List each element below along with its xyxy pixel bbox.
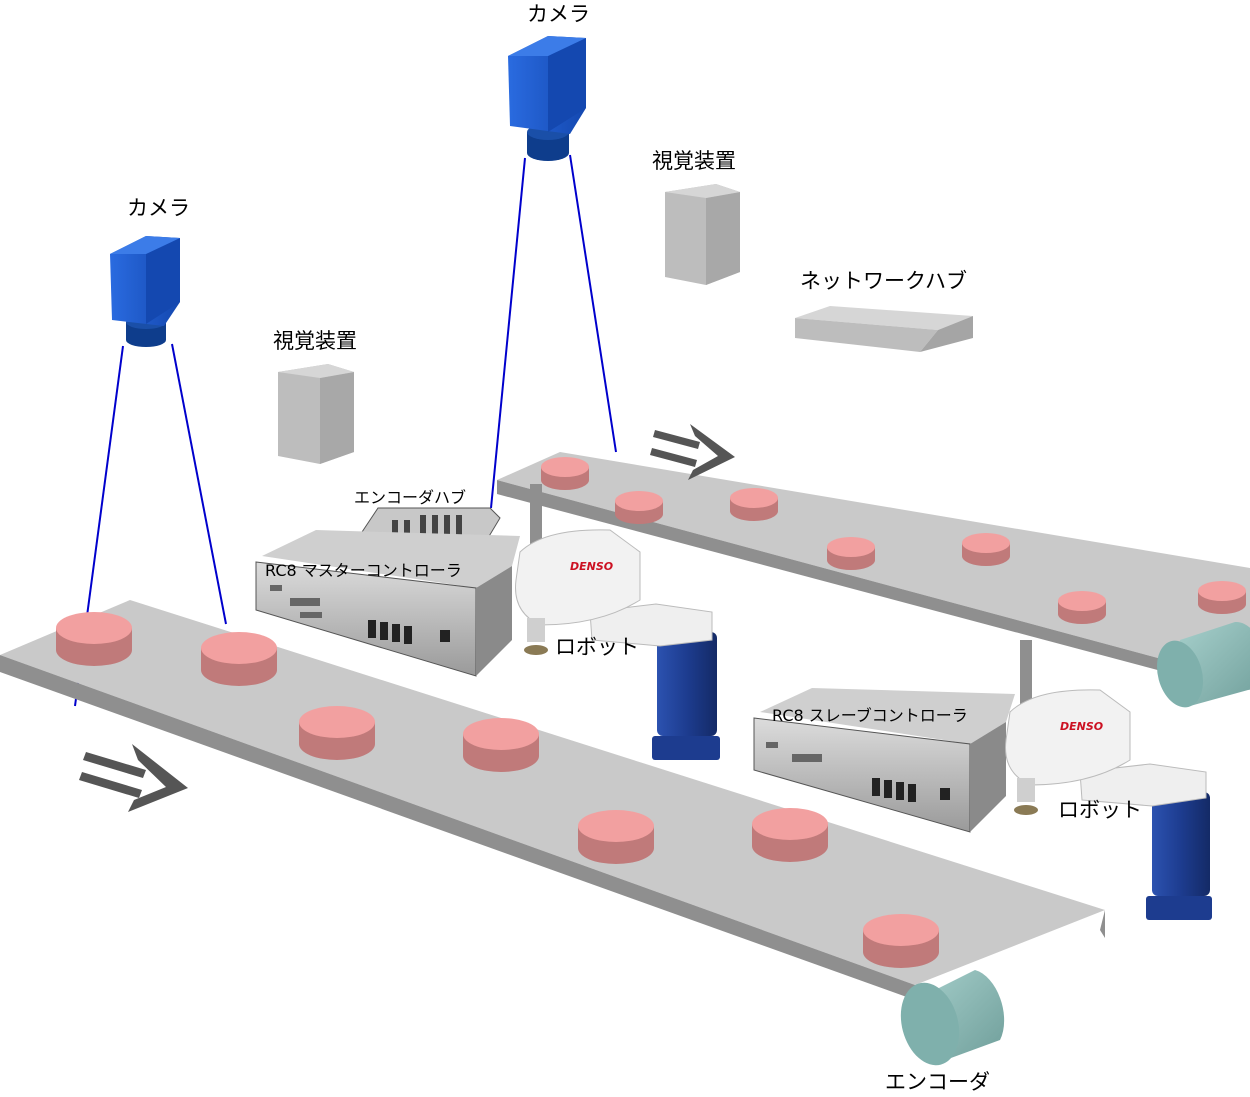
workpiece [578,810,654,864]
slave-controller-label: RC8 スレーブコントローラ [772,706,968,725]
network-hub-label: ネットワークハブ [800,269,967,293]
camera-top-label: カメラ [527,2,590,26]
sight-lines-top [490,154,617,509]
workpiece [752,808,828,862]
robot-brand-logo: DENSO [1060,720,1103,733]
workpiece [299,706,375,760]
robot-brand-logo: DENSO [570,560,613,573]
camera-left-label: カメラ [127,196,190,220]
slave-controller [753,688,1015,833]
master-controller-label: RC8 マスターコントローラ [265,561,462,580]
encoder-label: エンコーダ [885,1070,990,1094]
direction-arrow-front [79,744,188,812]
camera-top-icon [508,36,586,161]
robot-slave-label: ロボット [1058,798,1142,822]
robot-slave: DENSO [1005,640,1212,920]
encoder-roller-back [1156,621,1250,708]
workpiece [863,914,939,968]
direction-arrow-back [650,424,735,480]
network-hub [795,306,973,352]
vision-device-left-label: 視覚装置 [273,329,357,353]
encoder-hub-label: エンコーダハブ [354,488,467,507]
workpiece [201,632,277,686]
vision-device-right [665,184,740,285]
workpiece [463,718,539,772]
encoder-roller-front [900,970,1005,1066]
workpiece [730,488,778,521]
master-controller [255,530,520,677]
workpiece [1058,591,1106,624]
camera-left-icon [110,236,180,347]
workpiece [1198,581,1246,614]
vision-device-left [278,364,354,464]
vision-device-right-label: 視覚装置 [652,149,736,173]
workpiece [615,491,663,524]
robot-master: DENSO [515,484,720,760]
workpiece [541,457,589,490]
conveyor-back [497,424,1250,708]
workpiece [962,533,1010,566]
robot-master-label: ロボット [555,635,639,659]
workpiece [827,537,875,570]
conveyor-front [0,600,1105,1066]
workpiece [56,612,132,666]
